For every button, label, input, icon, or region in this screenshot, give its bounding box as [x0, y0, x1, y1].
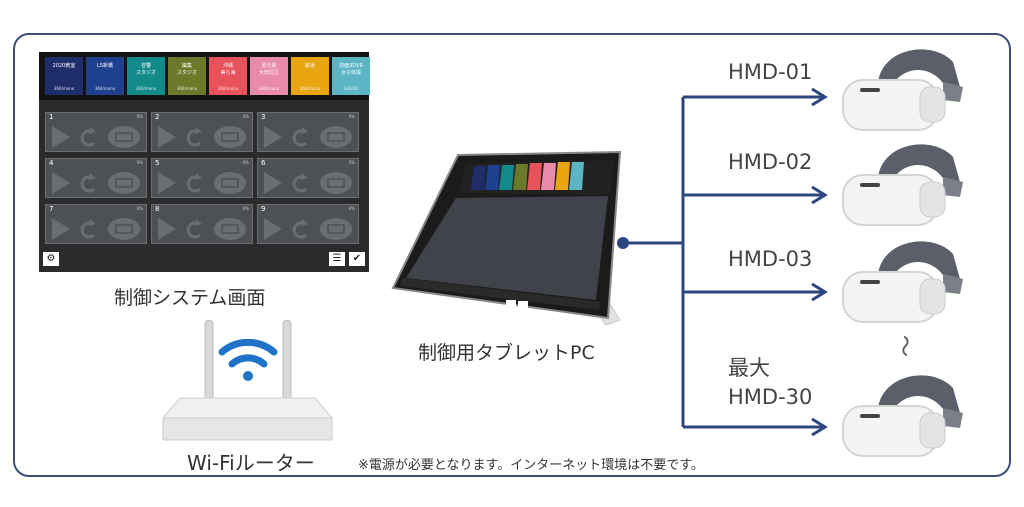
power-note: ※電源が必要となります。インターネット環境は不要です。: [358, 458, 704, 473]
hmd-03-label: HMD-03: [728, 247, 813, 271]
content-tab[interactable]: LS新橋 360/mono: [86, 57, 124, 95]
tablet-caption: 制御用タブレットPC: [418, 342, 595, 364]
player-cell[interactable]: 2 0%: [151, 112, 253, 152]
vr-headset-icon: [842, 375, 963, 457]
content-tab-format: 180/3D: [343, 86, 359, 91]
player-controls-icon: [158, 126, 246, 148]
content-tab[interactable]: 音響 スタジオ 360/mono: [127, 57, 165, 95]
cell-number: 1: [49, 113, 54, 121]
content-tab[interactable]: 前面3DVR 女子体操 180/3D: [332, 57, 370, 95]
cell-number: 2: [155, 113, 160, 121]
content-tab-title: 2020教室: [52, 63, 76, 69]
content-tab-format: 360/mono: [53, 86, 75, 91]
content-tab[interactable]: 鉄道 360/mono: [291, 57, 329, 95]
content-tab-format: 360/mono: [94, 86, 116, 91]
cell-number: 6: [261, 159, 266, 167]
cell-progress: 0%: [242, 160, 249, 165]
player-cell[interactable]: 3 0%: [257, 112, 359, 152]
player-cell[interactable]: 6 0%: [257, 158, 359, 198]
player-cell[interactable]: 1 0%: [45, 112, 147, 152]
vr-headset-icon: [842, 144, 963, 226]
control-system-screen: 2020教室 360/mono LS新橋 360/mono 音響 スタジオ 360/mon…: [39, 52, 370, 272]
wifi-router-icon: [161, 320, 334, 441]
content-tab-title: 沖縄 美ら海: [220, 63, 236, 76]
cell-progress: 0%: [136, 206, 143, 211]
diagram-frame: [13, 33, 1011, 477]
cell-number: 4: [49, 159, 54, 167]
content-tab-title: LS新橋: [97, 63, 113, 69]
continuation-mark: 〜: [891, 334, 917, 358]
player-controls-icon: [264, 126, 352, 148]
cell-number: 3: [261, 113, 266, 121]
hmd-02-label: HMD-02: [728, 150, 813, 174]
content-tab[interactable]: 編集 スタジオ 360/mono: [168, 57, 206, 95]
player-controls-icon: [52, 218, 140, 240]
cell-progress: 0%: [242, 114, 249, 119]
content-tab-format: 360/mono: [176, 86, 198, 91]
cell-progress: 0%: [242, 206, 249, 211]
cell-progress: 0%: [136, 160, 143, 165]
player-controls-icon: [264, 172, 352, 194]
content-tab-title: 鉄道: [304, 63, 315, 69]
content-tab-title: 前面3DVR 女子体操: [339, 63, 363, 76]
player-cell[interactable]: 8 0%: [151, 204, 253, 244]
player-controls-icon: [52, 126, 140, 148]
cell-progress: 0%: [348, 206, 355, 211]
player-cell[interactable]: 5 0%: [151, 158, 253, 198]
cell-number: 8: [155, 205, 160, 213]
vr-headset-icon: [842, 49, 963, 131]
content-tab-title: 編集 スタジオ: [176, 63, 197, 76]
content-tab[interactable]: 沖縄 美ら海 360/mono: [209, 57, 247, 95]
content-tab-title: 音響 スタジオ: [135, 63, 156, 76]
player-controls-icon: [52, 172, 140, 194]
cell-progress: 0%: [348, 114, 355, 119]
hmd-01-label: HMD-01: [728, 60, 813, 84]
player-grid: 1 0% 2 0% 3 0% 4 0% 5 0% 6 0% 7 0% 8 0% 9 0%: [45, 112, 361, 244]
hmd-30-label: HMD-30: [728, 385, 813, 409]
cell-progress: 0%: [136, 114, 143, 119]
player-cell[interactable]: 9 0%: [257, 204, 359, 244]
cell-progress: 0%: [348, 160, 355, 165]
cell-number: 5: [155, 159, 160, 167]
content-tab[interactable]: 原元看 大田区区 360/mono: [250, 57, 288, 95]
player-cell[interactable]: 4 0%: [45, 158, 147, 198]
content-tab[interactable]: 2020教室 360/mono: [45, 57, 83, 95]
control-screen-caption: 制御システム画面: [114, 287, 266, 309]
content-tab-title: 原元看 大田区区: [258, 63, 279, 76]
content-tab-format: 360/mono: [258, 86, 280, 91]
cell-number: 7: [49, 205, 54, 213]
vr-headset-icon: [842, 241, 963, 323]
check-icon[interactable]: ✔: [349, 252, 365, 266]
player-controls-icon: [264, 218, 352, 240]
cell-number: 9: [261, 205, 266, 213]
player-controls-icon: [158, 218, 246, 240]
content-tab-format: 360/mono: [299, 86, 321, 91]
content-tabs: 2020教室 360/mono LS新橋 360/mono 音響 スタジオ 360/mon…: [39, 52, 370, 100]
content-tab-format: 360/mono: [135, 86, 157, 91]
content-tab-format: 360/mono: [217, 86, 239, 91]
router-caption: Wi-Fiルーター: [187, 451, 315, 475]
menu-icon[interactable]: ☰: [329, 252, 345, 266]
gear-icon[interactable]: ⚙: [43, 252, 59, 266]
hmd-max-label: 最大: [728, 356, 770, 380]
tablet-pc-image: [391, 150, 622, 326]
player-controls-icon: [158, 172, 246, 194]
player-cell[interactable]: 7 0%: [45, 204, 147, 244]
